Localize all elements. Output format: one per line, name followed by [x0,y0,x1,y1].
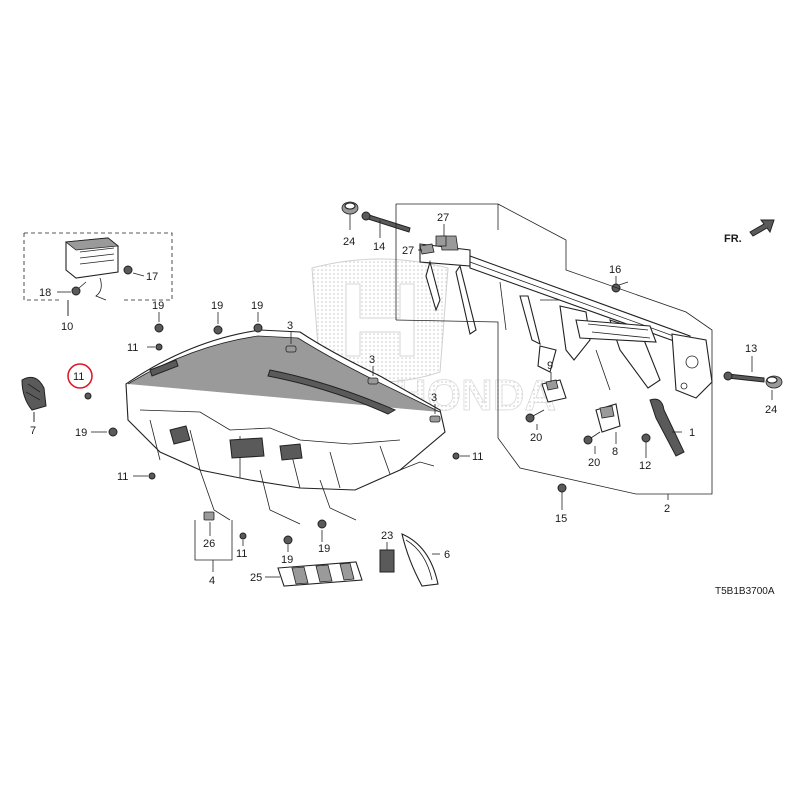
bolt-11e [239,532,247,540]
bolt-14 [361,211,411,233]
svg-text:HONDA: HONDA [395,371,556,420]
clip-27-upper [435,235,447,247]
airbag-module [64,237,120,301]
clip-3c [429,415,441,423]
bolt-15 [557,483,567,500]
clip-27-lower [419,243,435,255]
side-panel-6 [401,533,439,587]
bolt-11-highlighted [84,392,92,400]
callout-11e: 11 [236,548,247,560]
callout-24-right: 24 [765,404,777,416]
callout-1: 1 [689,427,695,439]
callout-11b: 11 [127,342,138,354]
diagram-code: T5B1B3700A [715,586,775,597]
bolt-12 [641,433,651,452]
bracket-9 [541,379,567,403]
bracket-8 [595,403,621,433]
front-direction-label: FR. [724,233,742,245]
bolt-11c [148,472,156,480]
watermark-logo: HONDA [311,258,557,420]
clip-3b [367,377,379,385]
bolt-13 [723,371,765,383]
bolt-19b [213,325,223,335]
leader-lines [33,203,773,578]
callout-19d: 19 [75,427,87,439]
bolt-19a [154,323,164,333]
callout-11-highlighted: 11 [73,371,84,383]
bolt-18 [57,281,87,296]
steering-hanger-beam [419,235,713,399]
callout-27b: 27 [402,245,414,257]
bolt-11d [452,452,460,460]
nut-24-right [765,375,783,389]
callout-4: 4 [209,575,215,587]
callout-20b: 20 [588,457,600,469]
callout-labels: 1 2 3 3 3 4 6 7 8 9 10 11 11 11 11 11 12… [30,212,777,587]
callout-3c: 3 [431,392,437,404]
fasteners [84,323,460,545]
callout-8: 8 [612,446,618,458]
callout-23: 23 [381,530,393,542]
clip-3a [285,345,297,353]
highlight-ring [67,363,93,389]
callout-19e: 19 [281,554,293,566]
bolt-19d [108,427,118,437]
bolt-19e [283,535,293,545]
bolt-11a [155,343,163,351]
duct-25 [277,561,363,587]
callout-19b: 19 [211,300,223,312]
callout-19a: 19 [152,300,164,312]
callout-19c: 19 [251,300,263,312]
callout-18: 18 [39,287,51,299]
callout-15: 15 [555,513,567,525]
callout-11c: 11 [117,471,128,483]
callout-26: 26 [203,538,215,550]
callout-19f: 19 [318,543,330,555]
callout-11d: 11 [472,451,483,463]
bolt-20-left [525,409,545,423]
callout-17: 17 [146,271,158,283]
pad-23 [379,549,395,573]
callout-14: 14 [373,241,385,253]
callout-3a: 3 [287,320,293,332]
bolt-19c [253,323,263,333]
callout-2: 2 [664,503,670,515]
callout-27a: 27 [437,212,449,224]
bolt-17 [123,265,145,277]
bracket-1 [649,398,685,457]
front-direction-indicator: FR. [724,219,775,245]
callout-3b: 3 [369,354,375,366]
callout-10: 10 [61,321,73,333]
callout-25: 25 [250,572,262,584]
callout-13: 13 [745,343,757,355]
bolt-19f [317,519,327,529]
callout-6: 6 [444,549,450,561]
callout-20a: 20 [530,432,542,444]
bolt-16 [611,281,629,293]
callout-16: 16 [609,264,621,276]
instrument-panel [125,329,446,525]
callout-12: 12 [639,460,651,472]
bolt-20-right [583,431,601,445]
clip-26 [203,511,215,521]
callout-7: 7 [30,425,36,437]
nut-24-top [341,201,359,215]
callout-24-top: 24 [343,236,355,248]
callout-9: 9 [547,360,553,372]
